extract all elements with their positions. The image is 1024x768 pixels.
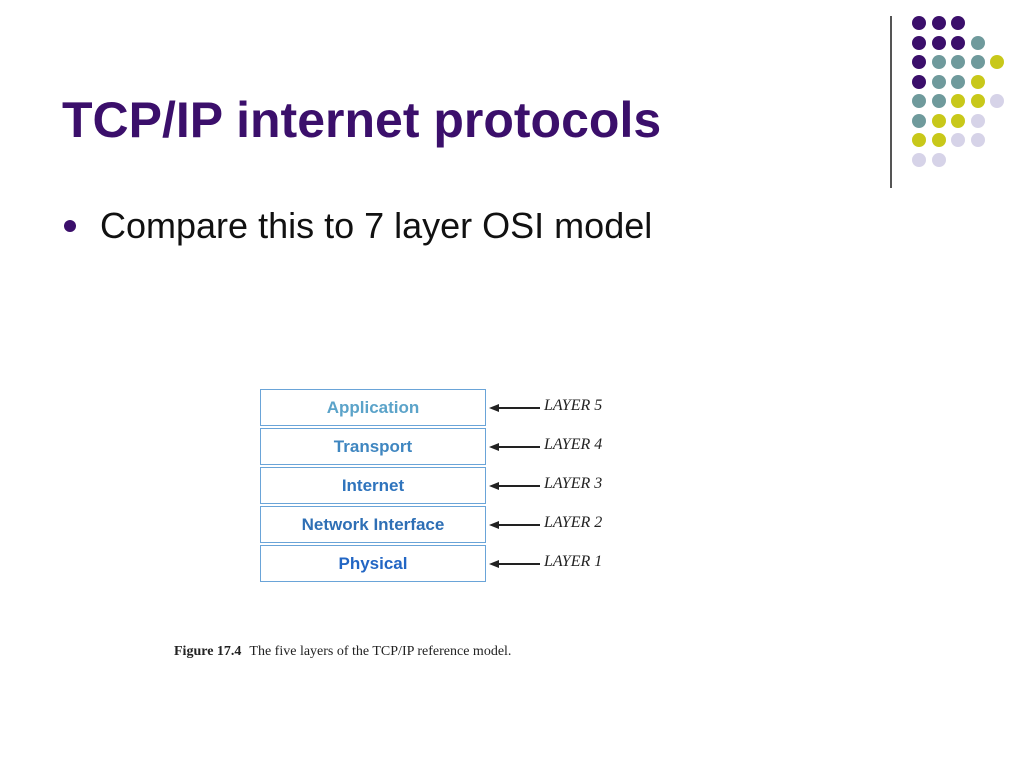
decorative-dot-icon bbox=[931, 55, 946, 69]
layer-arrow-line bbox=[496, 563, 540, 565]
arrow-left-icon bbox=[489, 403, 499, 412]
layer-arrow-line bbox=[496, 446, 540, 448]
decorative-dot-icon bbox=[931, 74, 946, 89]
decorative-dot-icon bbox=[970, 55, 985, 69]
decorative-dot-icon bbox=[990, 55, 1004, 69]
decorative-dot-icon bbox=[912, 113, 926, 128]
layer-box bbox=[260, 545, 486, 582]
layer-box bbox=[260, 467, 486, 504]
decorative-dot-icon bbox=[931, 35, 946, 50]
decorative-dot-icon bbox=[912, 74, 926, 89]
bullet-item: Compare this to 7 layer OSI model bbox=[64, 200, 652, 252]
bullet-dot-icon bbox=[64, 220, 76, 232]
slide-title: TCP/IP internet protocols bbox=[62, 92, 662, 148]
layer-arrow-line bbox=[496, 485, 540, 487]
arrow-left-icon bbox=[489, 442, 499, 451]
layer-arrow-line bbox=[496, 407, 540, 409]
layer-name: Application bbox=[326, 398, 420, 417]
arrow-left-icon bbox=[489, 481, 499, 490]
layer-arrow-line bbox=[496, 524, 540, 526]
layer-number-label: LAYER 4 bbox=[544, 436, 603, 453]
decorative-dot-icon bbox=[951, 16, 965, 30]
decorative-dot-icon bbox=[970, 113, 985, 128]
decorative-dot-icon bbox=[912, 55, 926, 69]
layer-box bbox=[260, 428, 486, 465]
layer-name: Physical bbox=[338, 554, 408, 573]
decorative-dot-icon bbox=[951, 133, 965, 147]
decorative-dot-icon bbox=[951, 35, 965, 50]
layer-box bbox=[260, 389, 486, 426]
arrow-left-icon bbox=[489, 520, 499, 529]
decorative-dot-icon bbox=[931, 152, 946, 167]
decorative-dot-icon bbox=[912, 133, 926, 147]
layer-number-label: LAYER 5 bbox=[544, 397, 603, 414]
decorative-dot-icon bbox=[970, 74, 985, 89]
arrow-left-icon bbox=[489, 559, 499, 568]
decorative-dot-icon bbox=[912, 16, 926, 30]
layer-number-label: LAYER 1 bbox=[544, 553, 603, 570]
decorative-dot-icon bbox=[970, 94, 985, 108]
decorative-dot-icon bbox=[970, 133, 985, 147]
layer-name: Internet bbox=[341, 476, 405, 495]
decorative-dot-icon bbox=[931, 16, 946, 30]
decorative-dot-grid bbox=[0, 0, 1024, 200]
decorative-dot-icon bbox=[951, 55, 965, 69]
decorative-dot-icon bbox=[931, 133, 946, 147]
decorative-dot-icon bbox=[951, 94, 965, 108]
layer-name: Network Interface bbox=[301, 515, 445, 534]
decorative-dot-icon bbox=[990, 94, 1004, 108]
decorative-dot-icon bbox=[931, 94, 946, 108]
figure-caption-text: The five layers of the TCP/IP reference … bbox=[249, 644, 512, 659]
decorative-dot-icon bbox=[912, 35, 926, 50]
decorative-dot-icon bbox=[931, 113, 946, 128]
decorative-dot-icon bbox=[951, 113, 965, 128]
decorative-dot-icon bbox=[970, 35, 985, 50]
decorative-dot-icon bbox=[951, 74, 965, 89]
layer-number-label: LAYER 2 bbox=[544, 514, 603, 531]
figure-caption-label: Figure 17.4 bbox=[174, 644, 242, 659]
figure-caption: Figure 17.4 The five layers of the TCP/IP… bbox=[174, 641, 511, 663]
decorative-dot-icon bbox=[912, 152, 926, 167]
layer-number-label: LAYER 3 bbox=[544, 475, 603, 492]
layer-box bbox=[260, 506, 486, 543]
decorative-dot-icon bbox=[912, 94, 926, 108]
decorative-divider bbox=[890, 16, 892, 188]
bullet-text: Compare this to 7 layer OSI model bbox=[100, 205, 653, 246]
layer-name: Transport bbox=[333, 437, 413, 456]
